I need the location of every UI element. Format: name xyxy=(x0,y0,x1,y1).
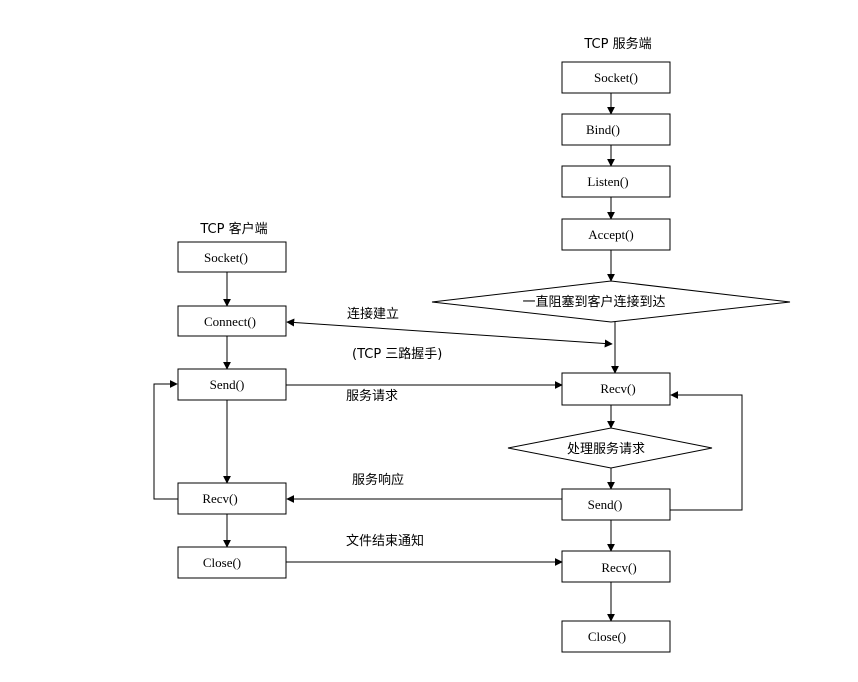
server-send-node: Send() xyxy=(561,488,671,521)
client-socket-node: Socket() xyxy=(177,241,287,273)
client-close-node: Close() xyxy=(177,546,287,579)
client-connect-label: Connect() xyxy=(204,314,256,329)
connection-established-label: 连接建立 xyxy=(347,306,399,322)
server-recv-end-node: Recv() xyxy=(561,550,671,583)
connection-handshake-arrow xyxy=(286,318,613,348)
service-response-label: 服务响应 xyxy=(352,472,404,488)
server-listen-label: Listen() xyxy=(587,174,628,189)
client-loop-back-arrow xyxy=(153,380,178,500)
server-accept-node: Accept() xyxy=(561,218,671,251)
three-way-handshake-label: (TCP 三路握手) xyxy=(352,346,442,362)
server-socket-label: Socket() xyxy=(594,70,638,85)
server-recv-end-label: Recv() xyxy=(601,560,636,575)
end-of-file-label: 文件结束通知 xyxy=(346,533,424,549)
server-process-label: 处理服务请求 xyxy=(567,441,645,457)
server-process-decision: 处理服务请求 xyxy=(507,427,713,469)
server-accept-label: Accept() xyxy=(588,227,633,242)
server-send-label: Send() xyxy=(588,497,623,512)
server-title: TCP 服务端 xyxy=(583,36,651,52)
client-connect-node: Connect() xyxy=(177,305,287,337)
client-title: TCP 客户端 xyxy=(199,221,267,237)
client-socket-label: Socket() xyxy=(204,250,248,265)
client-send-label: Send() xyxy=(210,377,245,392)
server-bind-node: Bind() xyxy=(561,113,671,146)
server-block-label: 一直阻塞到客户连接到达 xyxy=(522,294,665,310)
server-close-node: Close() xyxy=(561,620,671,653)
server-recv-node: Recv() xyxy=(561,372,671,406)
client-close-label: Close() xyxy=(203,555,241,570)
server-close-label: Close() xyxy=(588,629,626,644)
server-block-decision: 一直阻塞到客户连接到达 xyxy=(431,280,791,323)
server-socket-node: Socket() xyxy=(561,61,671,94)
server-listen-node: Listen() xyxy=(561,165,671,198)
client-recv-node: Recv() xyxy=(177,482,287,515)
client-send-node: Send() xyxy=(177,368,287,401)
server-bind-label: Bind() xyxy=(586,122,620,137)
client-recv-label: Recv() xyxy=(202,491,237,506)
server-loop-back-arrow xyxy=(670,391,743,511)
server-recv-label: Recv() xyxy=(600,381,635,396)
service-request-label: 服务请求 xyxy=(346,388,398,404)
